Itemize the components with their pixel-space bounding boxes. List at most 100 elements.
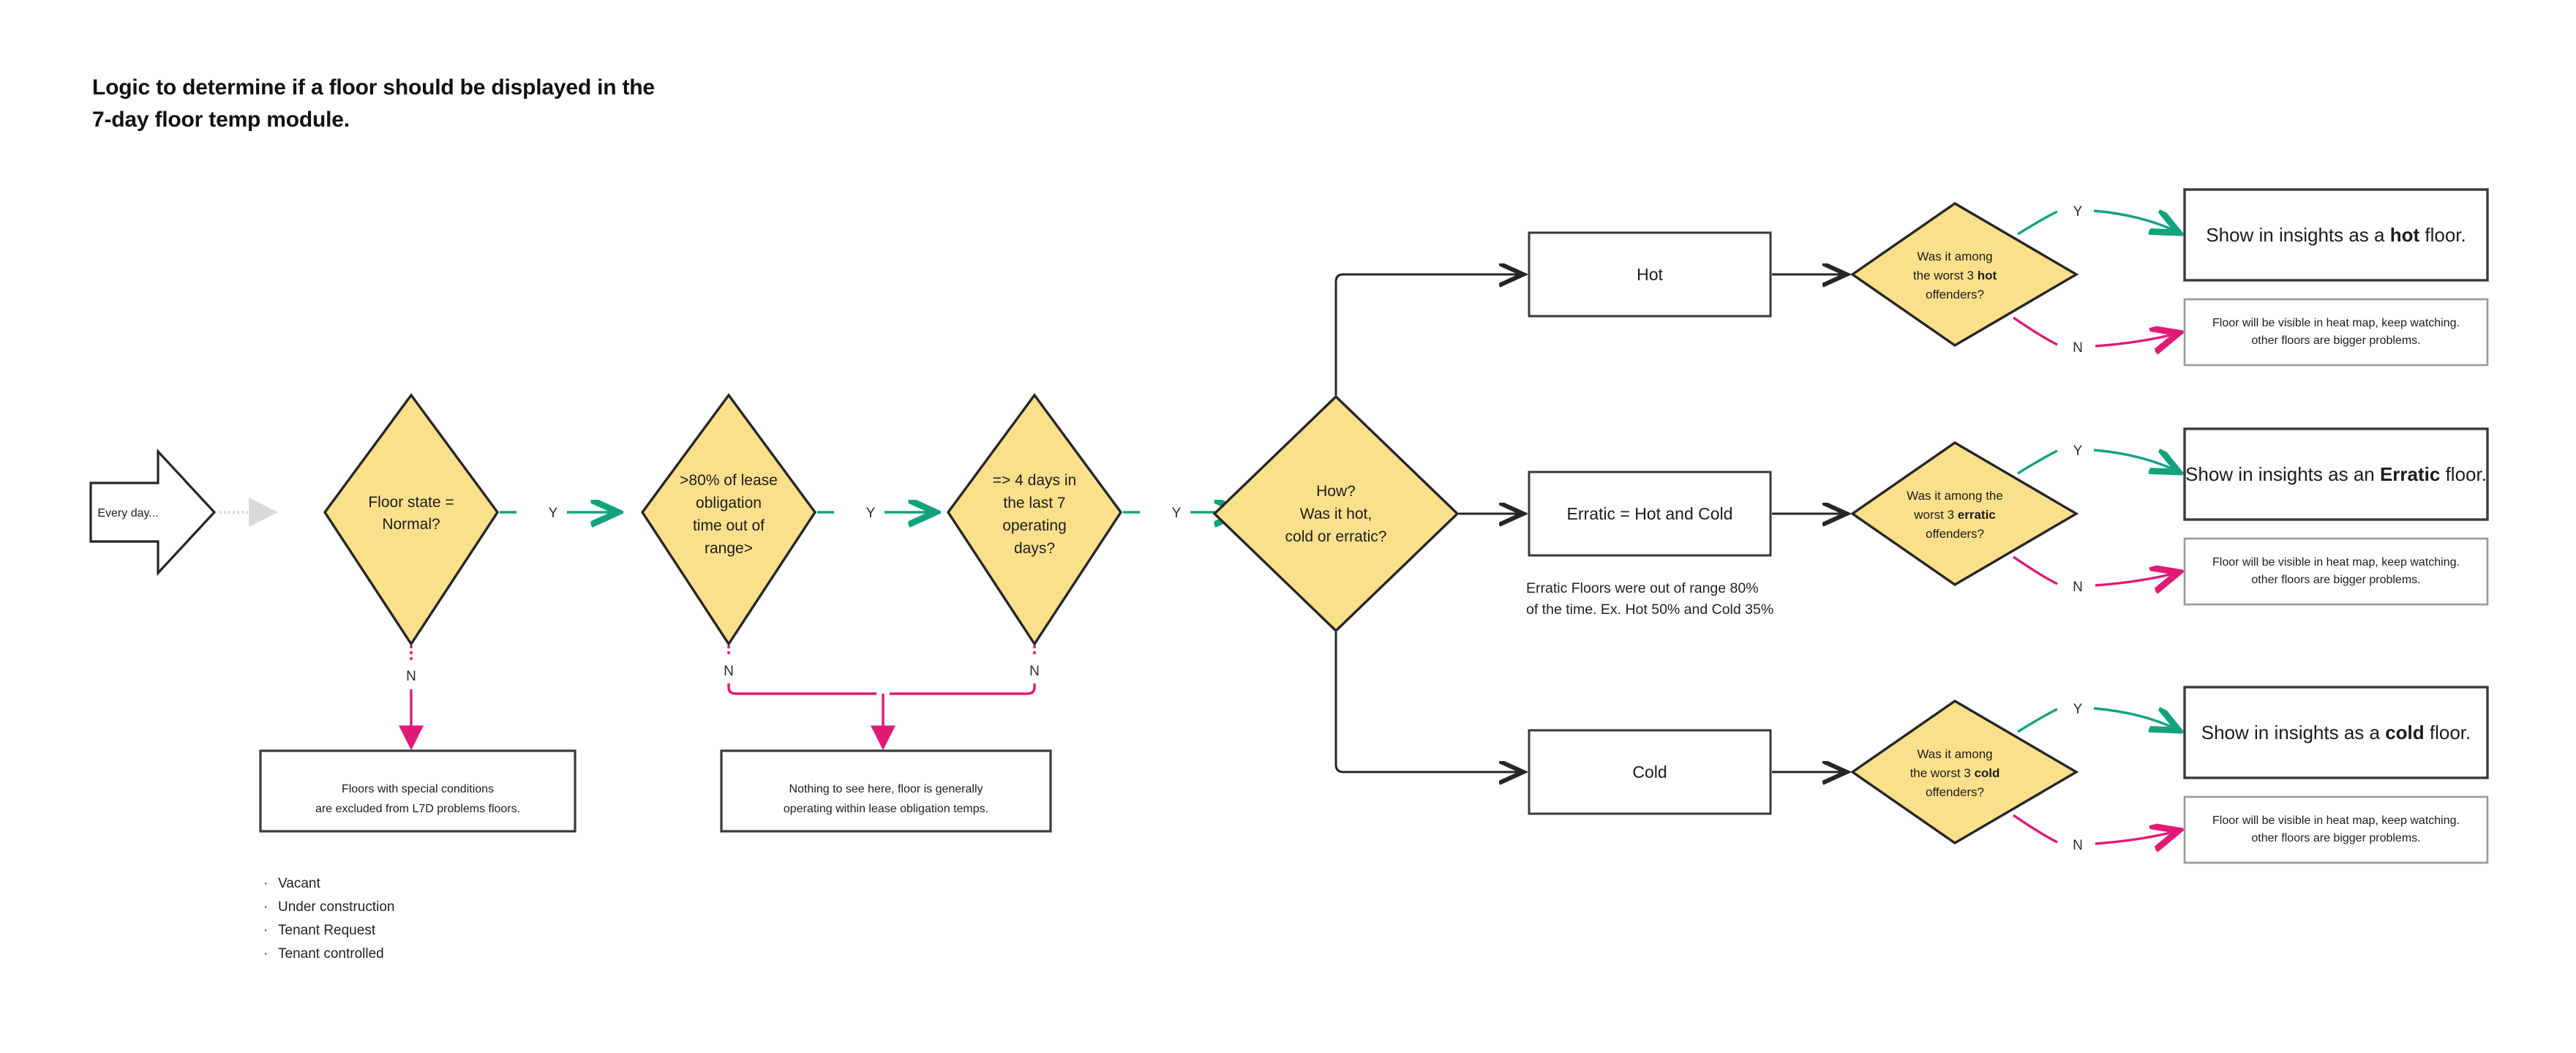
edge-four-days-no: N xyxy=(871,645,1040,751)
terminal-nothing-to-see-line-2: operating within lease obligation temps. xyxy=(784,803,988,815)
decision-how-line-3: cold or erratic? xyxy=(1285,528,1387,545)
box-hot[interactable]: Hot xyxy=(1528,231,1772,318)
box-erratic-label: Erratic = Hot and Cold xyxy=(1567,504,1733,523)
terminal-nothing-to-see[interactable]: Nothing to see here, floor is generally … xyxy=(720,749,1052,833)
bullet-dot-icon: · xyxy=(263,899,269,915)
terminal-special-conditions-line-1: Floors with special conditions xyxy=(342,783,494,795)
terminal-special-conditions-line-2: are excluded from L7D problems floors. xyxy=(315,803,520,815)
decision-floor-state[interactable]: Floor state = Normal? xyxy=(323,393,500,647)
edge-floor-state-yes: Y xyxy=(500,506,618,521)
edge-label-yes: Y xyxy=(866,506,876,521)
list-item: · Vacant xyxy=(263,872,394,896)
page-title: Logic to determine if a floor should be … xyxy=(92,72,824,135)
start-arrow-label: Every day... xyxy=(97,507,158,520)
edge-label-no: N xyxy=(724,664,734,679)
special-conditions-list: · Vacant · Under construction · Tenant Requ… xyxy=(263,872,394,966)
decision-how[interactable]: How? Was it hot, cold or erratic? xyxy=(1212,394,1460,633)
list-item: · Tenant Request xyxy=(263,919,394,943)
decision-four-days-line-3: operating xyxy=(1002,517,1067,534)
decision-worst3-hot-line-2: the worst 3 hot xyxy=(1913,269,1997,282)
edge-label-no: N xyxy=(2073,340,2083,356)
edge-worst3-erratic-yes: Y xyxy=(2017,443,2179,473)
decision-worst3-hot-line-3: offenders? xyxy=(1926,288,1984,301)
edge-label-yes: Y xyxy=(1172,506,1182,521)
box-erratic[interactable]: Erratic = Hot and Cold xyxy=(1528,471,1772,557)
decision-how-line-2: Was it hot, xyxy=(1300,506,1372,522)
decision-four-days-line-1: => 4 days in xyxy=(993,472,1076,489)
edge-floor-state-no: N xyxy=(399,645,424,751)
decision-lease-obligation-line-2: obligation xyxy=(696,495,762,511)
start-arrow-shape: Every day... xyxy=(89,448,217,577)
bullet-dot-icon: · xyxy=(263,922,269,938)
outcome-hot-floor-label: Show in insights as a hot floor. xyxy=(2206,224,2466,246)
outcome-keep-watching-line-1: Floor will be visible in heat map, keep … xyxy=(2212,814,2460,827)
edge-label-no: N xyxy=(406,669,416,684)
outcome-keep-watching-line-2: other floors are bigger problems. xyxy=(2251,832,2420,844)
outcome-keep-watching-line-1: Floor will be visible in heat map, keep … xyxy=(2212,317,2460,329)
list-item: · Tenant controlled xyxy=(263,943,394,966)
outcome-hot-keep-watching[interactable]: Floor will be visible in heat map, keep … xyxy=(2183,298,2489,367)
decision-four-days-line-2: the last 7 xyxy=(1003,495,1065,511)
decision-worst3-erratic[interactable]: Was it among the worst 3 erratic offende… xyxy=(1850,441,2079,587)
decision-worst3-erratic-line-3: offenders? xyxy=(1926,527,1984,541)
bullet-dot-icon: · xyxy=(263,945,269,962)
page-title-line-2: 7-day floor temp module. xyxy=(92,107,350,132)
box-cold[interactable]: Cold xyxy=(1528,729,1772,815)
decision-four-days-line-4: days? xyxy=(1014,540,1055,557)
edge-label-no: N xyxy=(2073,580,2083,595)
edge-how-to-hot xyxy=(1334,274,1523,395)
outcome-cold-floor[interactable]: Show in insights as a cold floor. xyxy=(2183,686,2489,779)
outcome-cold-floor-label: Show in insights as a cold floor. xyxy=(2201,722,2471,743)
bullet-dot-icon: · xyxy=(263,876,269,891)
outcome-erratic-floor[interactable]: Show in insights as an Erratic floor. xyxy=(2183,427,2489,521)
edge-label-yes: Y xyxy=(549,506,558,521)
decision-lease-obligation-line-4: range> xyxy=(705,540,753,557)
edge-label-yes: Y xyxy=(2073,702,2083,717)
outcome-erratic-floor-label: Show in insights as an Erratic floor. xyxy=(2185,463,2487,485)
outcome-erratic-keep-watching[interactable]: Floor will be visible in heat map, keep … xyxy=(2183,537,2489,606)
edge-worst3-hot-no: N xyxy=(2013,316,2179,356)
decision-lease-obligation-line-1: >80% of lease xyxy=(680,472,778,489)
edge-label-no: N xyxy=(1029,664,1040,679)
decision-worst3-hot[interactable]: Was it among the worst 3 hot offenders? xyxy=(1850,201,2079,348)
edge-lease-obligation-no: N xyxy=(724,645,876,695)
edge-worst3-erratic-no: N xyxy=(2013,555,2179,595)
decision-floor-state-line-1: Floor state = xyxy=(368,494,454,511)
decision-floor-state-line-2: Normal? xyxy=(382,516,440,533)
list-item-label: Under construction xyxy=(278,899,395,915)
edge-label-no: N xyxy=(2073,838,2083,853)
decision-worst3-cold[interactable]: Was it among the worst 3 cold offenders? xyxy=(1850,699,2079,845)
decision-lease-obligation-line-3: time out of xyxy=(693,517,765,534)
outcome-keep-watching-line-2: other floors are bigger problems. xyxy=(2251,574,2420,586)
list-item-label: Vacant xyxy=(278,876,320,891)
box-hot-label: Hot xyxy=(1637,265,1663,284)
decision-worst3-erratic-line-1: Was it among the xyxy=(1907,489,2003,503)
edge-worst3-cold-no: N xyxy=(2013,814,2179,853)
edge-label-yes: Y xyxy=(2073,443,2083,459)
decision-how-line-1: How? xyxy=(1316,483,1356,500)
outcome-hot-floor[interactable]: Show in insights as a hot floor. xyxy=(2183,188,2489,282)
terminal-special-conditions[interactable]: Floors with special conditions are exclu… xyxy=(259,749,577,833)
decision-four-days[interactable]: => 4 days in the last 7 operating days? xyxy=(946,393,1123,647)
terminal-nothing-to-see-line-1: Nothing to see here, floor is generally xyxy=(789,783,983,795)
edge-label-yes: Y xyxy=(2073,204,2083,220)
decision-worst3-cold-line-1: Was it among xyxy=(1917,747,1992,761)
list-item-label: Tenant Request xyxy=(278,922,376,938)
edge-lease-obligation-yes: Y xyxy=(817,506,936,521)
list-item: · Under construction xyxy=(263,896,394,919)
decision-worst3-hot-line-1: Was it among xyxy=(1917,250,1992,263)
decision-worst3-cold-line-2: the worst 3 cold xyxy=(1910,766,2000,780)
edge-worst3-hot-yes: Y xyxy=(2017,204,2179,234)
page-title-line-1: Logic to determine if a floor should be … xyxy=(92,75,655,100)
decision-worst3-erratic-line-2: worst 3 erratic xyxy=(1913,508,1996,522)
outcome-cold-keep-watching[interactable]: Floor will be visible in heat map, keep … xyxy=(2183,795,2489,864)
list-item-label: Tenant controlled xyxy=(278,945,384,962)
edge-how-to-cold xyxy=(1334,632,1523,772)
decision-worst3-cold-line-3: offenders? xyxy=(1926,785,1984,799)
decision-lease-obligation[interactable]: >80% of lease obligation time out of ran… xyxy=(640,393,817,647)
outcome-keep-watching-line-2: other floors are bigger problems. xyxy=(2251,334,2420,347)
outcome-keep-watching-line-1: Floor will be visible in heat map, keep … xyxy=(2212,556,2460,569)
box-cold-label: Cold xyxy=(1632,762,1667,782)
edge-worst3-cold-yes: Y xyxy=(2017,702,2179,732)
